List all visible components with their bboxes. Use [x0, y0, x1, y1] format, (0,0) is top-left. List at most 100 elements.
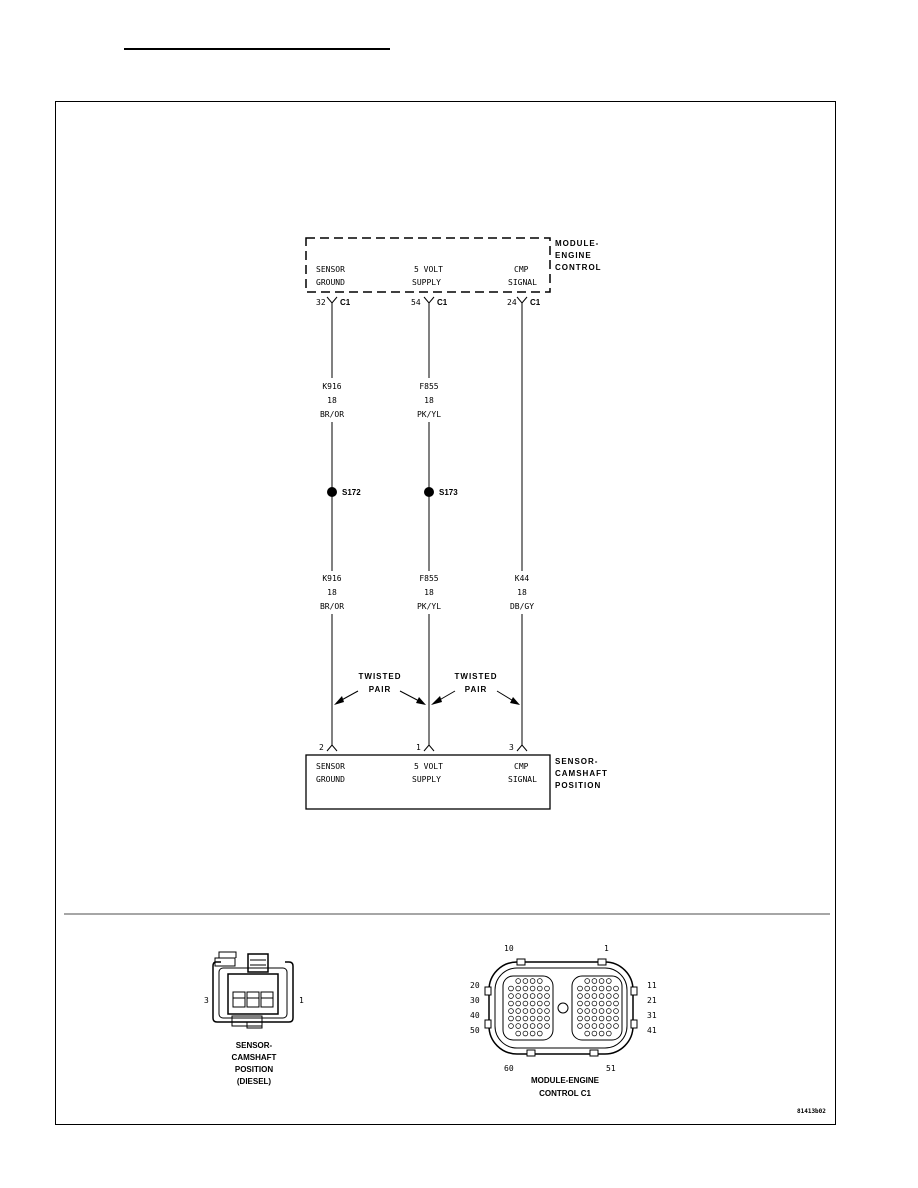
sensor-conn-pin-right: 1 — [299, 996, 304, 1005]
cavity — [606, 978, 612, 984]
wire-color: BR/OR — [320, 410, 344, 419]
ecm-conn-pin-20: 20 — [470, 981, 480, 990]
cavity — [522, 1000, 529, 1007]
twisted-pair-label-1b: PAIR — [369, 685, 392, 694]
cavity — [598, 1030, 605, 1037]
cavity — [522, 993, 529, 999]
cavity — [606, 1030, 612, 1037]
sensor-pin3-label1: CMP — [514, 762, 529, 771]
wire-code: F855 — [419, 574, 438, 583]
sensor-conn-pin-left: 3 — [204, 996, 209, 1005]
wire-gauge: 18 — [327, 588, 337, 597]
cavity — [537, 985, 543, 992]
ecm-pin1-label1: SENSOR — [316, 265, 345, 274]
cavity — [613, 985, 619, 992]
cavity — [577, 993, 583, 999]
cavity — [598, 1015, 605, 1022]
cavity — [529, 985, 536, 992]
cavity — [515, 993, 521, 999]
cavity — [544, 1000, 550, 1007]
cavity — [591, 993, 598, 999]
cavity — [544, 993, 550, 999]
cavity — [613, 1008, 619, 1014]
ecm-title-3: CONTROL — [555, 263, 602, 272]
cavity — [544, 1015, 550, 1022]
cavity — [591, 1008, 598, 1014]
cavity — [598, 993, 605, 999]
cavity — [577, 1008, 583, 1014]
cavity — [522, 985, 529, 992]
cavity — [606, 985, 612, 992]
ecm-conn-pin-51: 51 — [606, 1064, 616, 1073]
ecm-conn-pin-31: 31 — [647, 1011, 657, 1020]
sensor-pin3-label2: SIGNAL — [508, 775, 537, 784]
cavity — [591, 1023, 598, 1029]
cavity — [606, 1000, 612, 1007]
sensor-conn-caption-3: POSITION — [235, 1065, 273, 1074]
header-rule — [124, 48, 390, 50]
cavity — [613, 1000, 619, 1007]
terminal-symbol — [423, 744, 435, 752]
cavity — [529, 978, 536, 984]
cavity — [529, 1015, 536, 1022]
wire-code: K44 — [515, 574, 530, 583]
cavity — [598, 1008, 605, 1014]
cavity — [584, 993, 590, 999]
sensor-title-2: CAMSHAFT — [555, 769, 608, 778]
cavity — [515, 1030, 521, 1037]
cavity — [508, 1000, 514, 1007]
cavity — [577, 985, 583, 992]
wire-color: PK/YL — [417, 602, 441, 611]
sensor-pin-num-3: 3 — [509, 743, 514, 752]
sensor-conn-caption-4: (DIESEL) — [237, 1077, 272, 1086]
ecm-pin2-label1: 5 VOLT — [414, 265, 443, 274]
ecm-conn-pin-41: 41 — [647, 1026, 657, 1035]
cavity — [522, 1015, 529, 1022]
terminal-symbol — [326, 744, 338, 752]
cavity — [544, 985, 550, 992]
splice-dot-s173 — [424, 487, 434, 497]
cavity — [515, 1000, 521, 1007]
sensor-conn-caption-2: CAMSHAFT — [232, 1053, 277, 1062]
wire-code: F855 — [419, 382, 438, 391]
wire-gauge: 18 — [327, 396, 337, 405]
splice-dot-s172 — [327, 487, 337, 497]
cavity — [584, 1000, 590, 1007]
cavity — [537, 1008, 543, 1014]
ecm-conn-caption-1: MODULE-ENGINE — [531, 1076, 600, 1085]
twisted-pair-label-2a: TWISTED — [455, 672, 498, 681]
cavity — [537, 1030, 543, 1037]
sensor-pin1-label1: SENSOR — [316, 762, 345, 771]
cavity — [529, 1030, 536, 1037]
cavity — [598, 1000, 605, 1007]
cavity — [522, 1023, 529, 1029]
cavity — [508, 1008, 514, 1014]
sensor-conn-caption-1: SENSOR- — [236, 1041, 273, 1050]
ecm-title-2: ENGINE — [555, 251, 592, 260]
cavity — [529, 1008, 536, 1014]
cavity — [529, 993, 536, 999]
cavity — [606, 993, 612, 999]
cavity — [522, 978, 529, 984]
cavity — [584, 1023, 590, 1029]
cavity — [515, 1015, 521, 1022]
ecm-pin1-label2: GROUND — [316, 278, 345, 287]
ecm-conn-pin-21: 21 — [647, 996, 657, 1005]
wire-gauge: 18 — [424, 588, 434, 597]
twisted-pair-label-1a: TWISTED — [359, 672, 402, 681]
wire-gauge: 18 — [517, 588, 527, 597]
ecm-conn-pin-40: 40 — [470, 1011, 480, 1020]
sensor-connector-face — [212, 951, 294, 1029]
cavity — [544, 1008, 550, 1014]
cavity — [591, 1015, 598, 1022]
sensor-title-3: POSITION — [555, 781, 601, 790]
cavity — [522, 1008, 529, 1014]
cavity — [577, 1000, 583, 1007]
ecm-conn-caption-2: CONTROL C1 — [539, 1089, 591, 1098]
cavity — [591, 1030, 598, 1037]
cavity — [508, 1015, 514, 1022]
ecm-conn-pin-50: 50 — [470, 1026, 480, 1035]
cavity — [606, 1023, 612, 1029]
terminal-symbol — [516, 296, 528, 304]
